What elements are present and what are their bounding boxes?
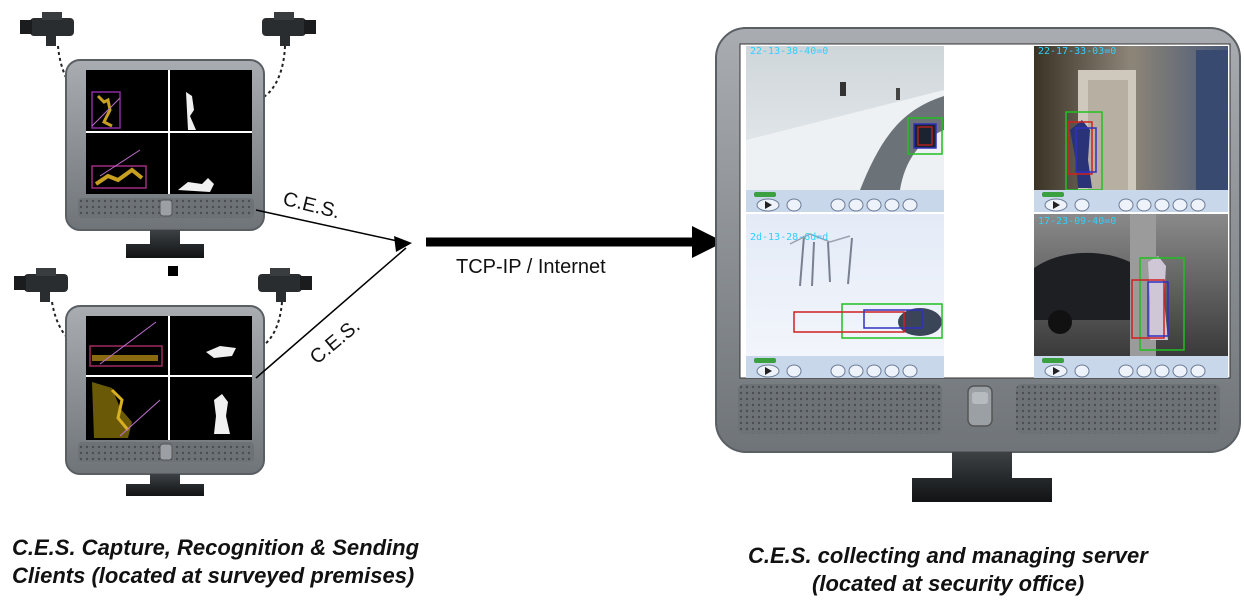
client-monitor-1 — [20, 12, 316, 258]
server-monitor — [715, 27, 1241, 502]
player-button[interactable] — [830, 198, 846, 212]
network-label: TCP-IP / Internet — [456, 256, 606, 278]
seek-slider[interactable] — [754, 358, 776, 363]
client1-connector — [255, 209, 403, 243]
server-monitor-stand — [912, 452, 1052, 502]
player-button[interactable] — [866, 198, 882, 212]
speaker-grill — [1016, 384, 1220, 434]
player-button[interactable] — [1136, 364, 1152, 378]
network-arrowhead — [692, 226, 724, 258]
video-pane-3 — [746, 214, 944, 356]
junction-arrowhead — [394, 236, 412, 252]
client-monitor-2 — [14, 268, 312, 496]
player-button[interactable] — [1136, 198, 1152, 212]
clients-caption-line2: Clients (located at surveyed premises) — [12, 563, 415, 588]
player-button[interactable] — [1118, 364, 1134, 378]
speaker-grill — [738, 384, 942, 434]
player-button[interactable] — [884, 198, 900, 212]
monitor-button — [159, 199, 173, 217]
security-camera-icon — [20, 12, 74, 46]
player-button[interactable] — [848, 198, 864, 212]
player-button[interactable] — [1154, 364, 1170, 378]
camera-cable — [261, 45, 286, 99]
camera-cable — [51, 301, 81, 349]
player-button[interactable] — [786, 198, 802, 212]
play-icon[interactable] — [765, 367, 772, 375]
server-caption-line1: C.E.S. collecting and managing server — [748, 543, 1148, 568]
player-button[interactable] — [1190, 198, 1206, 212]
video-timestamp: 22-13-38-40=0 — [750, 46, 829, 57]
clients-caption-line1: C.E.S. Capture, Recognition & Sending — [12, 535, 420, 560]
video-timestamp: 22-17-33-03=0 — [1038, 46, 1117, 57]
video-timestamp: 2d-13-28-6d=d — [750, 232, 829, 243]
monitor-stand — [126, 474, 204, 496]
player-button[interactable] — [1074, 364, 1090, 378]
security-camera-icon — [14, 268, 68, 302]
security-camera-icon — [262, 12, 316, 46]
monitor-stand — [126, 230, 204, 258]
seek-slider[interactable] — [1042, 358, 1064, 363]
client2-connector — [255, 247, 407, 379]
player-button[interactable] — [1172, 198, 1188, 212]
play-icon[interactable] — [765, 201, 772, 209]
video-pane-1 — [746, 46, 944, 190]
security-camera-icon — [258, 268, 312, 302]
seek-slider[interactable] — [1042, 192, 1064, 197]
play-icon[interactable] — [1053, 367, 1060, 375]
video-timestamp: 17-23-09-40=0 — [1038, 216, 1117, 227]
seek-slider[interactable] — [754, 192, 776, 197]
player-button[interactable] — [1118, 198, 1134, 212]
server-caption-line2: (located at security office) — [812, 571, 1085, 596]
video-pane-4 — [1034, 214, 1228, 356]
player-controls — [746, 190, 1228, 378]
play-icon[interactable] — [1053, 201, 1060, 209]
player-button[interactable] — [1154, 198, 1170, 212]
player-button[interactable] — [848, 364, 864, 378]
player-button[interactable] — [786, 364, 802, 378]
player-button[interactable] — [1172, 364, 1188, 378]
player-button[interactable] — [902, 364, 918, 378]
separator-dot — [168, 266, 178, 276]
player-button[interactable] — [902, 198, 918, 212]
player-button[interactable] — [884, 364, 900, 378]
player-button[interactable] — [830, 364, 846, 378]
player-button[interactable] — [1074, 198, 1090, 212]
video-pane-2 — [1034, 46, 1228, 191]
player-button[interactable] — [866, 364, 882, 378]
player-button[interactable] — [1190, 364, 1206, 378]
